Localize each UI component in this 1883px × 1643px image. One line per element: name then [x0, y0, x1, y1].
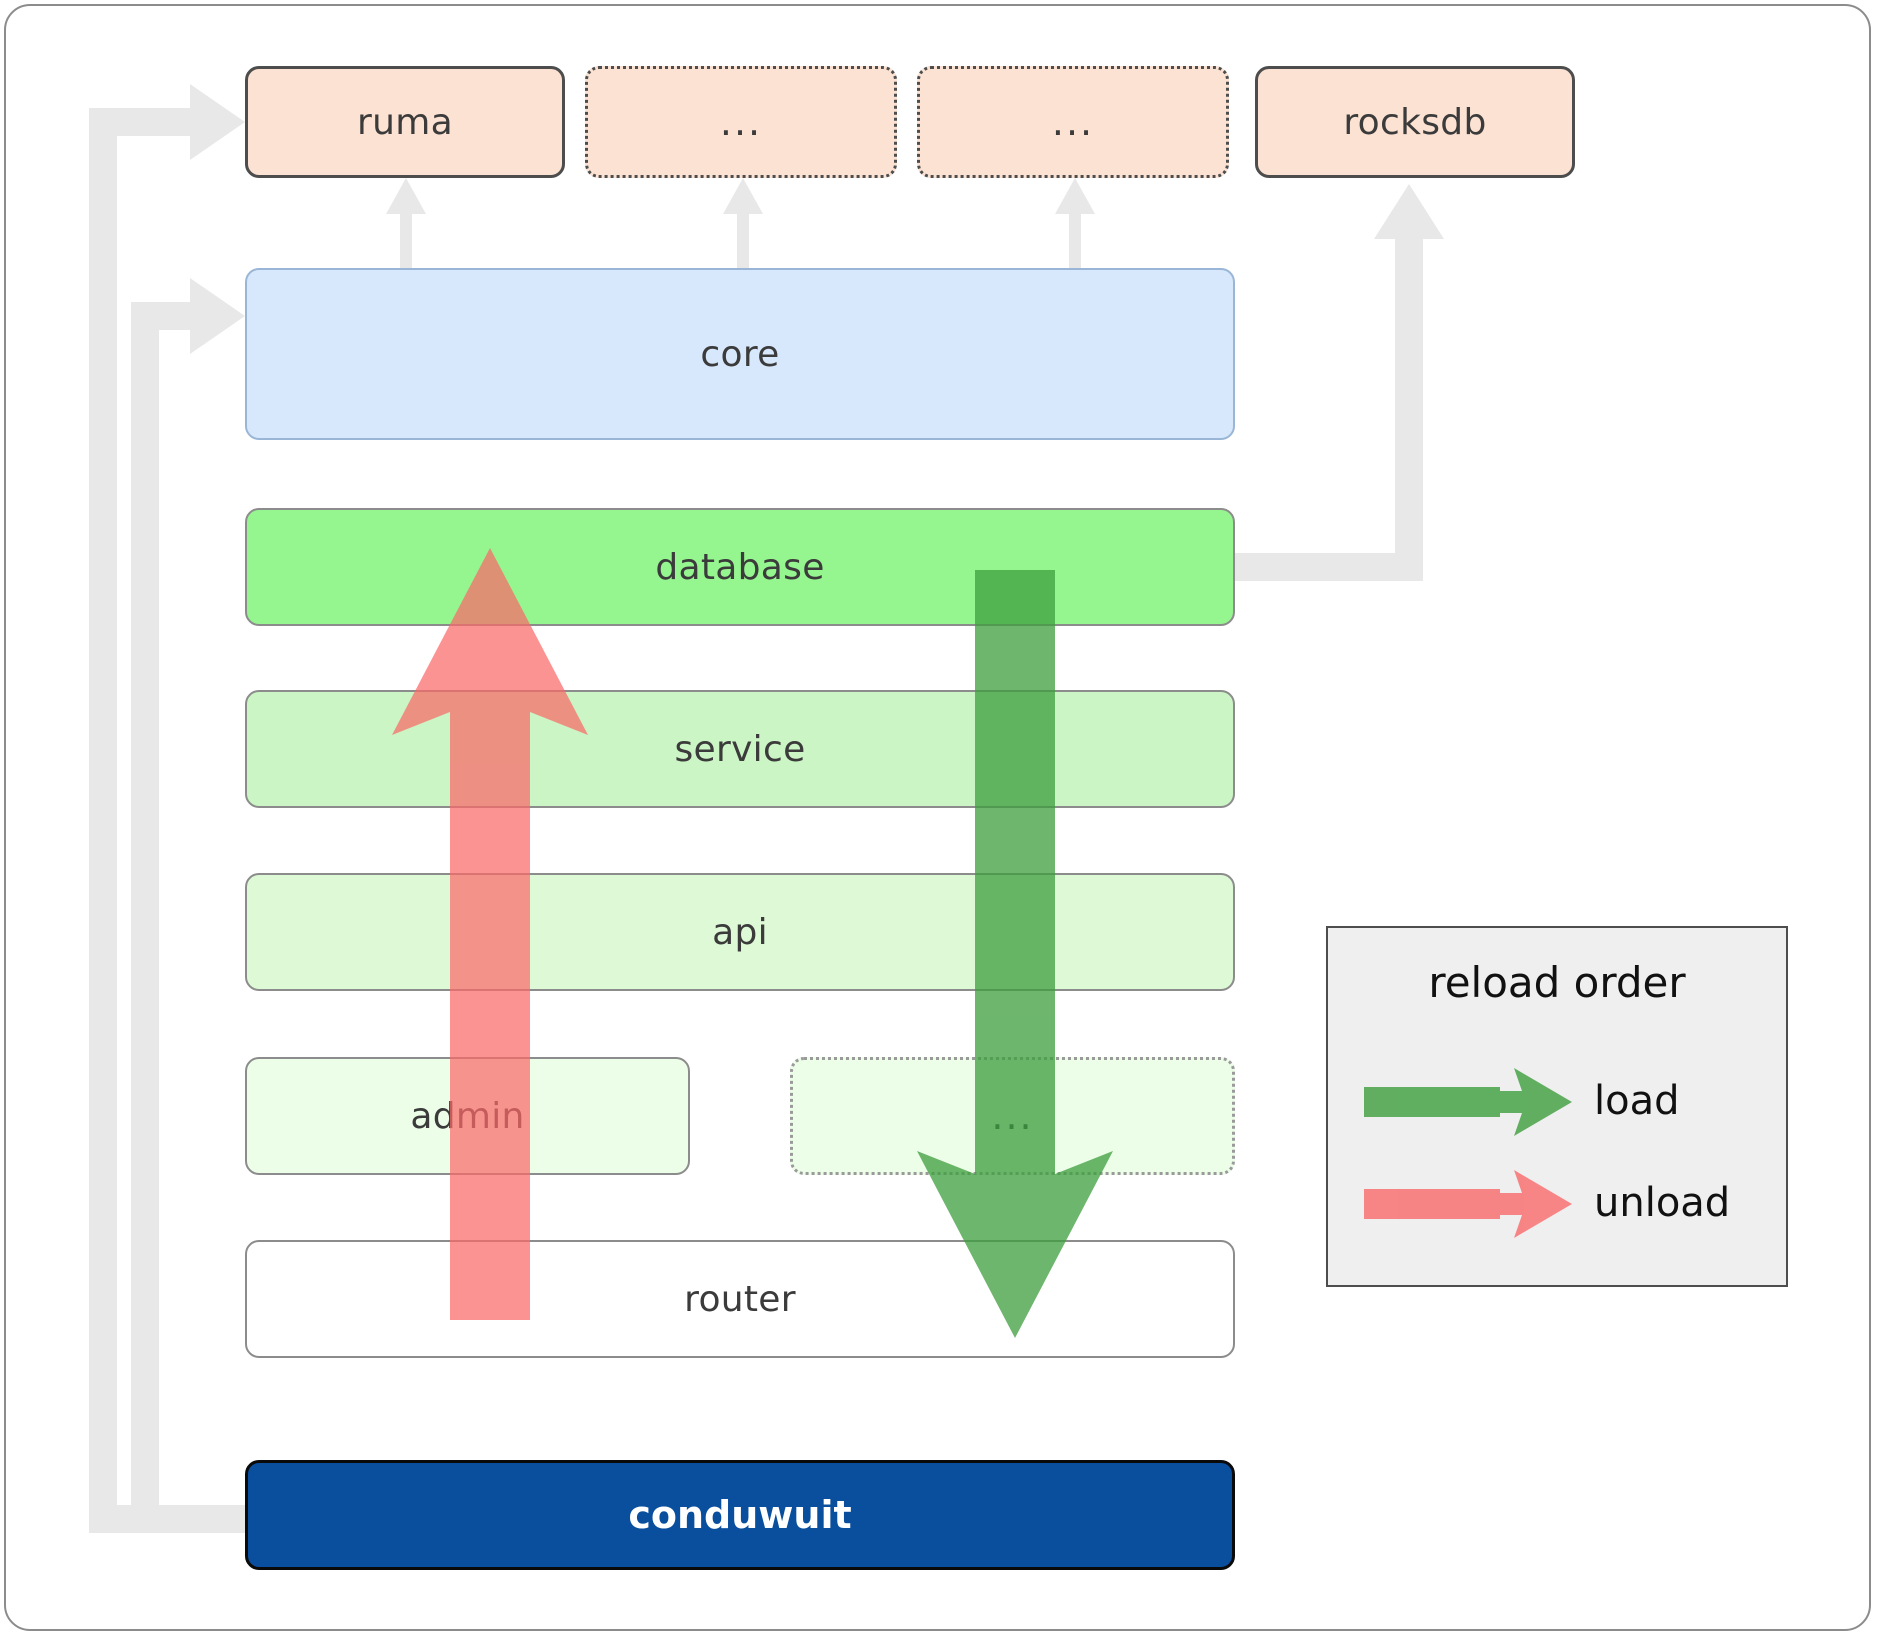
layer-node-service[interactable]: service [245, 690, 1235, 808]
legend-title: reload order [1428, 958, 1686, 1007]
layer-label-more: ... [991, 1093, 1034, 1138]
layer-label-service: service [674, 728, 806, 770]
layer-label-router: router [684, 1278, 796, 1320]
dependency-label-placeholder-2: ... [1051, 99, 1095, 144]
diagram-frame [4, 4, 1871, 1631]
dependency-label-ruma: ruma [357, 101, 453, 143]
dependency-node-placeholder-1[interactable]: ... [585, 66, 897, 178]
layer-node-core[interactable]: core [245, 268, 1235, 440]
legend-unload-arrow-icon [1364, 1170, 1572, 1238]
dependency-label-rocksdb: rocksdb [1343, 101, 1487, 143]
layer-node-more[interactable]: ... [790, 1057, 1235, 1175]
dependency-node-rocksdb[interactable]: rocksdb [1255, 66, 1575, 178]
dependency-node-placeholder-2[interactable]: ... [917, 66, 1229, 178]
layer-label-database: database [655, 546, 825, 588]
legend-label-unload: unload [1594, 1180, 1731, 1226]
legend-row-unload: unload [1364, 1158, 1764, 1248]
dependency-label-placeholder-1: ... [719, 99, 763, 144]
layer-node-database[interactable]: database [245, 508, 1235, 626]
legend-row-load: load [1364, 1056, 1764, 1146]
layer-label-core: core [700, 333, 780, 375]
legend-load-arrow-icon [1364, 1068, 1572, 1136]
dependency-node-ruma[interactable]: ruma [245, 66, 565, 178]
layer-node-router[interactable]: router [245, 1240, 1235, 1358]
layer-label-api: api [712, 911, 768, 953]
layer-node-api[interactable]: api [245, 873, 1235, 991]
legend-panel: reload order load unload [1326, 926, 1788, 1287]
application-label-conduwuit: conduwuit [628, 1493, 852, 1537]
application-node-conduwuit[interactable]: conduwuit [245, 1460, 1235, 1570]
layer-node-admin[interactable]: admin [245, 1057, 690, 1175]
legend-label-load: load [1594, 1078, 1680, 1124]
layer-label-admin: admin [410, 1095, 525, 1137]
